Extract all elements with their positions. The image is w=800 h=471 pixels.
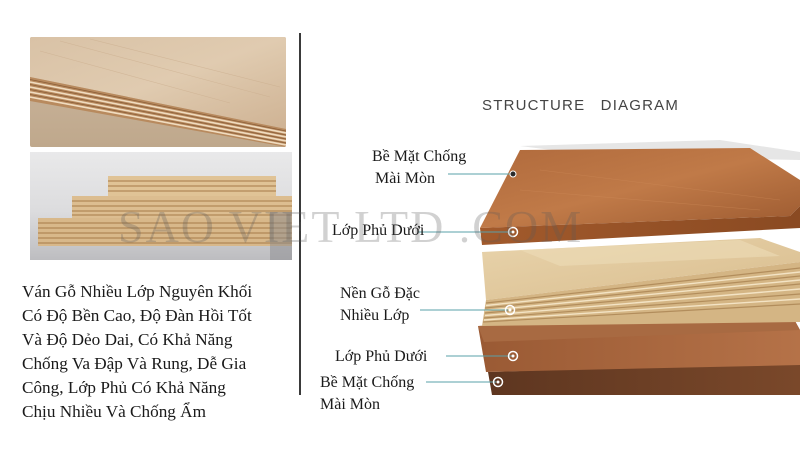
label-line: Mài Mòn: [375, 170, 435, 187]
bottom-wear-layer: [488, 362, 800, 395]
label-line: Nền Gỗ Đặc: [340, 285, 420, 302]
plywood-closeup-photo: [30, 37, 286, 147]
description-line: Chịu Nhiều Và Chống Ẩm: [22, 402, 206, 421]
label-line: Mài Mòn: [320, 396, 380, 413]
watermark: SAO VIET LTD .COM: [118, 201, 584, 252]
vertical-divider: [299, 33, 301, 395]
marker-dots: [492, 170, 519, 388]
label-top-wear-surface: Bề Mặt Chống Mài Mòn: [372, 146, 466, 190]
core-plywood-layer: [482, 238, 800, 326]
description-line: Chống Va Đập Và Rung, Dễ Gia: [22, 354, 247, 373]
label-lower-coating: Lớp Phủ Dưới: [335, 346, 427, 368]
stacked-plywood-photo: [30, 152, 292, 260]
label-core: Nền Gỗ Đặc Nhiều Lớp: [340, 283, 420, 327]
product-description: Ván Gỗ Nhiều Lớp Nguyên Khối Có Độ Bền C…: [22, 280, 292, 424]
label-line: Nhiều Lớp: [340, 307, 410, 324]
top-wear-layer: [480, 140, 800, 245]
description-line: Công, Lớp Phủ Có Khả Năng: [22, 378, 226, 397]
label-line: Bề Mặt Chống: [320, 374, 415, 391]
label-upper-coating: Lớp Phủ Dưới: [332, 220, 424, 242]
structure-diagram-title: STRUCTURE DIAGRAM: [482, 97, 680, 114]
description-line: Và Độ Dẻo Dai, Có Khả Năng: [22, 330, 233, 349]
description-line: Có Độ Bền Cao, Độ Đàn Hồi Tốt: [22, 306, 252, 325]
label-line: Bề Mặt Chống: [372, 148, 467, 165]
label-bottom-wear-surface: Bề Mặt Chống Mài Mòn: [320, 372, 414, 416]
label-line: Lớp Phủ Dưới: [332, 222, 425, 239]
label-line: Lớp Phủ Dưới: [335, 348, 428, 365]
description-line: Ván Gỗ Nhiều Lớp Nguyên Khối: [22, 282, 253, 301]
